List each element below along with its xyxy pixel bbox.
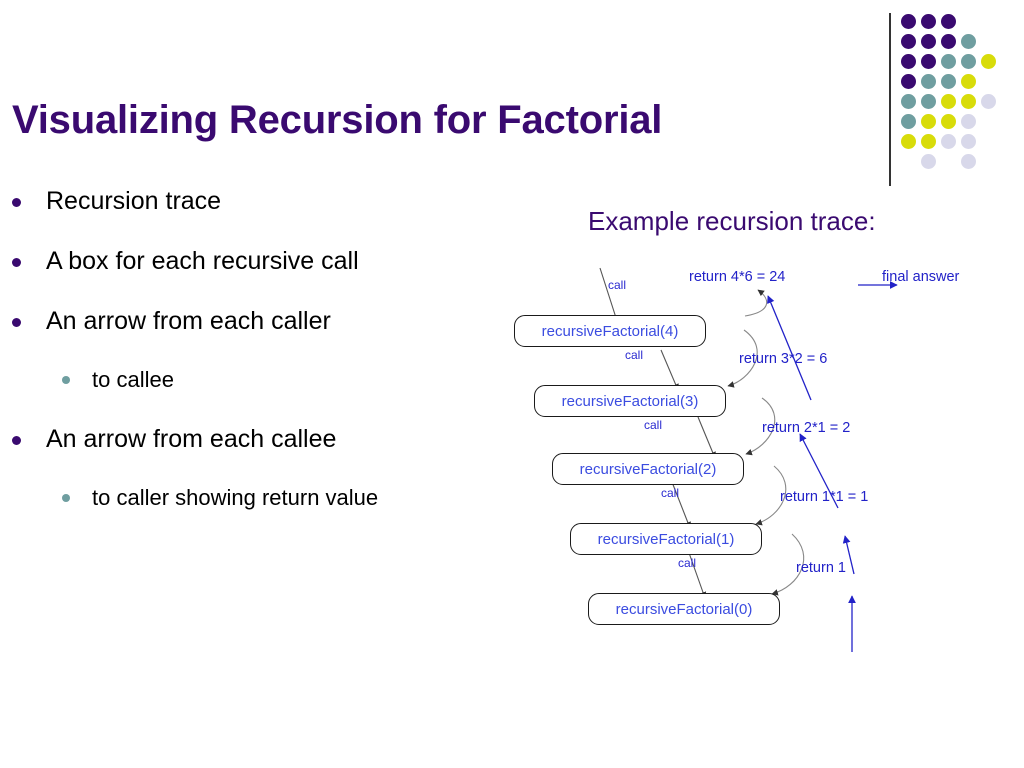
logo-dot-yellow xyxy=(981,54,996,69)
diagram-heading: Example recursion trace: xyxy=(588,206,876,236)
call-label-0: call xyxy=(608,278,627,292)
bullet-text: to caller showing return value xyxy=(92,485,379,510)
bullet-marker-icon xyxy=(62,376,70,384)
logo-dot-purple xyxy=(901,74,916,89)
trace-arrows-svg xyxy=(599,267,898,652)
bullet-item-4: An arrow from each callee xyxy=(12,424,520,454)
bullet-marker-icon xyxy=(62,494,70,502)
logo-dot-grid xyxy=(880,0,1024,200)
logo-dot-purple xyxy=(941,34,956,49)
logo-dot-yellow xyxy=(921,114,936,129)
logo-dot-purple xyxy=(921,14,936,29)
call-box-2[interactable]: recursiveFactorial(2) xyxy=(552,453,744,485)
recursion-trace-diagram: Example recursion trace: xyxy=(500,190,1024,660)
call-box-label: recursiveFactorial(1) xyxy=(597,530,735,548)
call-box-label: recursiveFactorial(0) xyxy=(615,600,753,618)
logo-dot-teal xyxy=(961,54,976,69)
bullet-marker-icon xyxy=(12,198,21,207)
logo-dot-lavender xyxy=(961,154,976,169)
call-box-label: recursiveFactorial(3) xyxy=(561,392,699,410)
logo-dot-purple xyxy=(921,54,936,69)
call-box-label: recursiveFactorial(4) xyxy=(541,322,679,340)
bullet-text: Recursion trace xyxy=(46,187,222,215)
bullet-marker-icon xyxy=(12,318,21,327)
bullet-marker-icon xyxy=(12,436,21,445)
bullet-list: Recursion trace A box for each recursive … xyxy=(0,186,520,542)
logo-dot-yellow xyxy=(901,134,916,149)
call-box-1[interactable]: recursiveFactorial(3) xyxy=(534,385,726,417)
call-arrows xyxy=(599,267,716,599)
logo-dot-yellow xyxy=(961,74,976,89)
return-value-arrows xyxy=(767,281,898,652)
bullet-item-5: to caller showing return value xyxy=(62,484,520,512)
return-label-1: return 3*2 = 6 xyxy=(739,351,828,367)
logo-dot-purple xyxy=(921,34,936,49)
bullet-text: A box for each recursive call xyxy=(46,247,359,275)
bullet-text: to callee xyxy=(92,367,174,392)
return-label-2: return 2*1 = 2 xyxy=(762,420,851,436)
bullet-text: An arrow from each caller xyxy=(46,307,331,335)
call-label-3: call xyxy=(661,486,680,500)
call-box-label: recursiveFactorial(2) xyxy=(579,460,717,478)
return-label-0: return 4*6 = 24 xyxy=(689,269,786,285)
logo-dot-yellow xyxy=(941,94,956,109)
return-label-4: return 1 xyxy=(796,560,846,576)
call-label-4: call xyxy=(678,556,697,570)
call-box-4[interactable]: recursiveFactorial(0) xyxy=(588,593,780,625)
return-label-3: return 1*1 = 1 xyxy=(780,489,869,505)
call-box-0[interactable]: recursiveFactorial(4) xyxy=(514,315,706,347)
logo-dot-yellow xyxy=(921,134,936,149)
bullet-item-0: Recursion trace xyxy=(12,186,520,216)
logo-dot-lavender xyxy=(961,114,976,129)
call-box-3[interactable]: recursiveFactorial(1) xyxy=(570,523,762,555)
logo-dot-teal xyxy=(921,74,936,89)
page-title: Visualizing Recursion for Factorial xyxy=(12,98,663,142)
logo-dot-lavender xyxy=(921,154,936,169)
logo-divider-line xyxy=(889,13,891,186)
logo-dot-purple xyxy=(901,34,916,49)
bullet-item-3: to callee xyxy=(62,366,520,394)
bullet-text: An arrow from each callee xyxy=(46,425,337,453)
logo-dot-teal xyxy=(941,54,956,69)
return-curves xyxy=(727,289,805,596)
logo-dot-teal xyxy=(921,94,936,109)
bullet-item-2: An arrow from each caller xyxy=(12,306,520,336)
bullet-item-1: A box for each recursive call xyxy=(12,246,520,276)
logo-dot-teal xyxy=(961,34,976,49)
logo-dot-teal xyxy=(901,94,916,109)
logo-dot-lavender xyxy=(961,134,976,149)
logo-dot-yellow xyxy=(941,114,956,129)
logo-dot-teal xyxy=(901,114,916,129)
logo-dot-yellow xyxy=(961,94,976,109)
logo-dot-lavender xyxy=(981,94,996,109)
logo-dot-teal xyxy=(941,74,956,89)
bullet-marker-icon xyxy=(12,258,21,267)
logo-dot-lavender xyxy=(941,134,956,149)
logo-dot-purple xyxy=(901,14,916,29)
call-label-2: call xyxy=(644,418,663,432)
logo-dot-purple xyxy=(901,54,916,69)
final-answer-label: final answer xyxy=(882,269,960,285)
call-label-1: call xyxy=(625,348,644,362)
logo-dot-purple xyxy=(941,14,956,29)
